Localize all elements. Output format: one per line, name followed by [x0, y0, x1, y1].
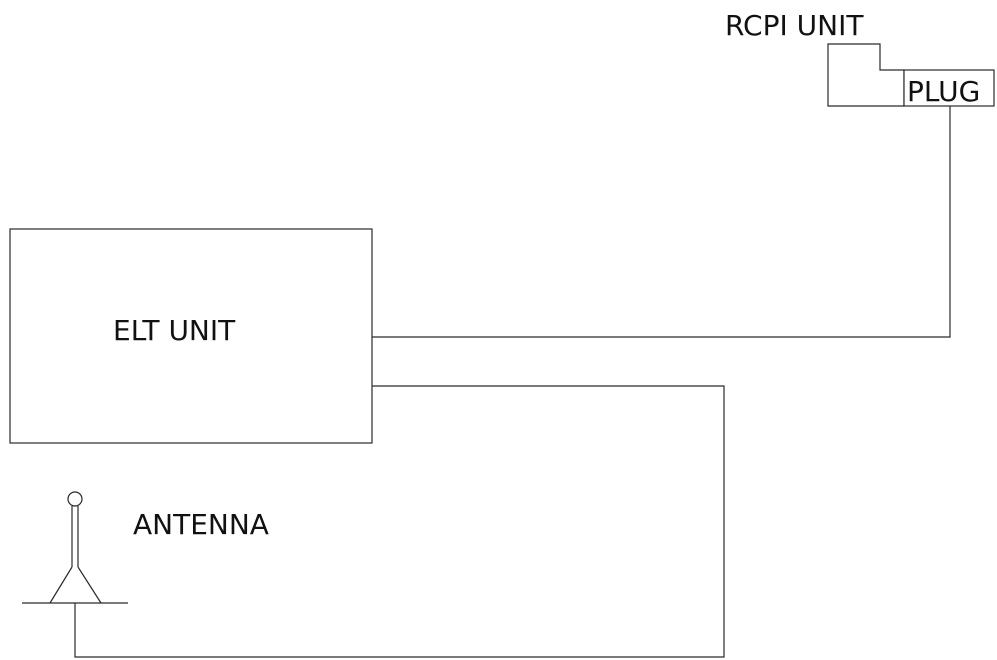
rcpi-unit-box — [827, 43, 905, 107]
elt-unit-label: ELT UNIT — [113, 314, 236, 347]
plug-label: PLUG — [907, 75, 980, 108]
plug-box — [903, 69, 995, 107]
elt-unit-box — [9, 228, 373, 444]
rcpi-unit-label: RCPI UNIT — [725, 9, 864, 42]
elt-to-antenna-wire — [74, 385, 725, 658]
antenna-label: ANTENNA — [133, 508, 269, 541]
antenna-icon — [22, 491, 128, 604]
elt-to-plug-wire — [372, 106, 951, 338]
